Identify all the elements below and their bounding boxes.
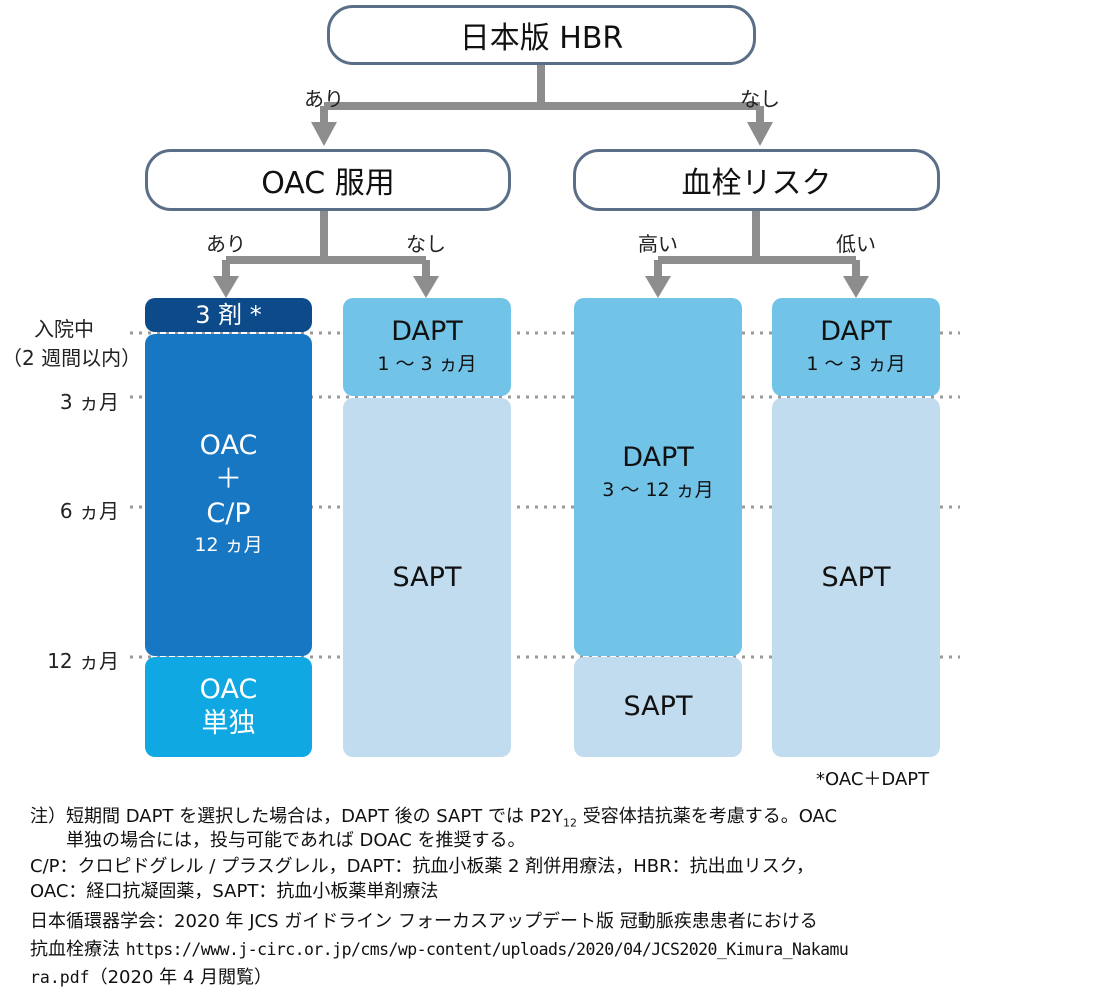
- timeline-6-months: 6 ヵ月: [59, 499, 119, 523]
- connector-arrowheads: [213, 122, 869, 298]
- source-line-2: 抗血栓療法 https://www.j-circ.or.jp/cms/wp-co…: [30, 935, 849, 961]
- timeline-admission: 入院中: [0, 313, 102, 342]
- col1-cp-label: C/P: [206, 497, 251, 529]
- source-label: 抗血栓療法: [30, 939, 120, 960]
- col2-sapt-bar: SAPT: [343, 398, 511, 757]
- col4-sapt-bar: SAPT: [772, 398, 940, 757]
- col4-dapt-bar: DAPT 1 ～ 3 ヵ月: [772, 298, 940, 396]
- admission-label: 入院中: [34, 317, 94, 341]
- risk-connector: [654, 210, 860, 276]
- col1-oac-alone-bar: OAC 単独: [145, 657, 312, 757]
- arrow-to-col2: [413, 276, 439, 298]
- note-line-2: 単独の場合には，投与可能であれば DOAC を推奨する。: [66, 830, 526, 851]
- source-line-1: 日本循環器学会：2020 年 JCS ガイドライン フォーカスアップデート版 冠…: [30, 911, 818, 932]
- col4-dapt-label: DAPT: [820, 315, 892, 347]
- branch-top-yes: あり: [304, 87, 344, 111]
- col3-sapt-bar: SAPT: [574, 657, 742, 757]
- arrow-to-col1: [213, 276, 239, 298]
- col2-dapt-bar: DAPT 1 ～ 3 ヵ月: [343, 298, 511, 396]
- arrow-to-col3: [645, 276, 671, 298]
- abbreviations-line-1: C/P：クロピドグレル / プラスグレル，DAPT：抗血小板薬 2 剤併用療法，…: [30, 856, 815, 877]
- oac-node-label: OAC 服用: [261, 166, 395, 201]
- top-connector: [320, 62, 764, 122]
- note-line-1: 注）短期間 DAPT を選択した場合は，DAPT 後の SAPT では P2Y1…: [30, 802, 837, 830]
- branch-top-no: なし: [740, 87, 780, 111]
- col3-dapt-label: DAPT: [622, 442, 694, 473]
- col1-oac-alone-line1: OAC: [199, 674, 258, 706]
- col1-triple-label: 3 剤 *: [195, 301, 262, 329]
- hbr-title: 日本版 HBR: [459, 21, 624, 56]
- note-text-b: 受容体拮抗薬を考慮する。OAC: [576, 806, 838, 827]
- abbreviations-line-2: OAC：経口抗凝固薬，SAPT：抗血小板薬単剤療法: [30, 881, 439, 902]
- arrow-to-risk: [747, 122, 773, 146]
- col1-cp-duration: 12 ヵ月: [194, 534, 263, 557]
- col2-sapt-label: SAPT: [392, 561, 462, 593]
- col3-dapt-bar: DAPT 3 ～ 12 ヵ月: [574, 298, 742, 656]
- col2-dapt-duration: 1 ～ 3 ヵ月: [377, 352, 477, 375]
- source-access-date: （2020 年 4 月閲覧）: [89, 967, 273, 988]
- arrow-to-oac: [311, 122, 337, 146]
- source-line-3: ra.pdf（2020 年 4 月閲覧）: [30, 963, 272, 989]
- branch-oac-yes: あり: [206, 232, 246, 256]
- hbr-node: 日本版 HBR: [327, 5, 756, 65]
- timeline-3-months: 3 ヵ月: [59, 390, 119, 414]
- connector-lines: [222, 62, 860, 276]
- col1-triple-therapy-bar: 3 剤 *: [145, 298, 312, 332]
- branch-risk-high: 高い: [638, 232, 678, 256]
- col1-oac-alone-line2: 単独: [201, 708, 256, 739]
- note-subscript: 12: [562, 816, 577, 830]
- col4-sapt-label: SAPT: [821, 561, 891, 593]
- col1-plus-label: ＋: [215, 463, 242, 495]
- footnote-star: *OAC＋DAPT: [816, 769, 930, 790]
- arrow-to-col4: [843, 276, 869, 298]
- timeline-12-months: 12 ヵ月: [47, 649, 119, 673]
- col4-dapt-duration: 1 ～ 3 ヵ月: [806, 352, 906, 375]
- thrombosis-risk-node: 血栓リスク: [573, 149, 940, 211]
- branch-risk-low: 低い: [836, 232, 876, 256]
- note-text-a: 短期間 DAPT を選択した場合は，DAPT 後の SAPT では P2Y: [66, 806, 563, 827]
- col1-oac-cp-bar: OAC ＋ C/P 12 ヵ月: [145, 334, 312, 656]
- timeline-dotted-lines: [130, 331, 960, 659]
- oac-node: OAC 服用: [145, 149, 511, 211]
- source-url-part1[interactable]: https://www.j-circ.or.jp/cms/wp-content/…: [125, 940, 849, 959]
- source-url-part2[interactable]: ra.pdf: [30, 968, 90, 987]
- oac-connector: [222, 210, 430, 276]
- timeline-admission-sub: （2 週間以内）: [2, 346, 142, 370]
- col1-oac-label: OAC: [199, 430, 258, 462]
- col2-dapt-label: DAPT: [391, 315, 463, 347]
- note-label: 注）: [30, 806, 66, 827]
- risk-node-label: 血栓リスク: [681, 166, 832, 201]
- col3-dapt-duration: 3 ～ 12 ヵ月: [602, 478, 714, 501]
- branch-oac-no: なし: [406, 232, 446, 256]
- col3-sapt-label: SAPT: [623, 691, 693, 723]
